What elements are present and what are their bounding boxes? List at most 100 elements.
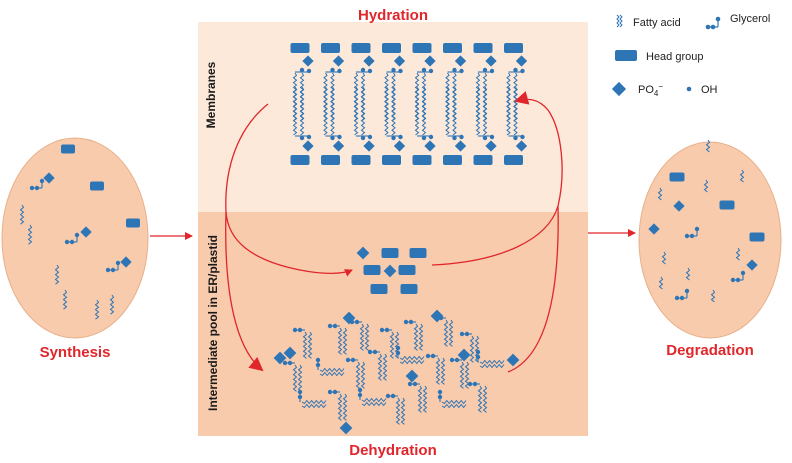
- fatty-acid-chain: [400, 397, 406, 425]
- oh-dot-icon: [475, 354, 481, 360]
- pool-head-groups: [356, 246, 427, 294]
- fatty-acid-chain: [435, 357, 441, 385]
- fatty-acid-chain: [479, 363, 505, 369]
- oh-dot-icon: [292, 327, 298, 333]
- oh-dot-icon: [689, 233, 695, 239]
- oh-dot-icon: [679, 295, 685, 301]
- fatty-acid-chain: [395, 397, 401, 425]
- oh-dot-icon: [449, 357, 455, 363]
- phosphate-icon: [673, 200, 685, 212]
- oh-dot-icon: [482, 67, 488, 73]
- phosphate-icon: [302, 55, 314, 67]
- oh-dot-icon: [360, 135, 366, 141]
- head-group-icon: [412, 43, 432, 53]
- oh-dot-icon: [315, 362, 321, 368]
- oh-dot-icon: [354, 319, 360, 325]
- phosphate-icon: [383, 264, 397, 278]
- fatty-acid-chain: [355, 361, 361, 389]
- oh-dot-icon: [395, 350, 401, 356]
- phosphate-icon: [457, 348, 471, 362]
- fatty-acid-chain: [413, 323, 419, 351]
- fatty-acid-chain: [418, 323, 424, 351]
- oh-dot-icon: [684, 288, 690, 294]
- oh-dot-icon: [391, 67, 396, 73]
- fatty-acid-chain: [440, 357, 446, 385]
- phosphate-icon: [273, 351, 287, 365]
- fatty-acid-chain: [364, 323, 370, 351]
- fatty-acid-chain: [739, 169, 745, 183]
- oh-dot-icon: [327, 389, 333, 395]
- glycerol-legend-icon: [705, 16, 721, 30]
- fatty-acid-chain: [391, 86, 396, 136]
- phosphate-icon: [405, 369, 419, 383]
- oh-dot-icon: [437, 394, 443, 400]
- oh-dot-icon: [430, 353, 436, 359]
- fatty-acid-chain: [384, 86, 389, 136]
- fatty-acid-chain: [323, 86, 328, 136]
- fatty-acid-chain: [337, 327, 343, 355]
- fatty-acid-chain: [360, 86, 366, 136]
- phosphate-icon: [393, 55, 406, 67]
- phosphate-icon: [283, 346, 297, 360]
- oh-legend-label: OH: [701, 84, 718, 96]
- oh-dot-icon: [684, 233, 690, 239]
- head-group-icon: [409, 248, 427, 258]
- head-group-icon: [398, 265, 416, 275]
- head-group-icon: [290, 155, 310, 165]
- pool-to-membrane-arrow: [431, 91, 563, 266]
- fatty-acid-legend-label: Fatty acid: [633, 17, 681, 29]
- oh-dot-icon: [408, 319, 414, 325]
- oh-dot-icon: [452, 67, 457, 73]
- phosphate-icon: [302, 140, 314, 152]
- head-group-icon: [382, 43, 401, 53]
- head-group-icon: [443, 43, 462, 53]
- fatty-acid-chain: [710, 289, 716, 303]
- oh-dot-icon: [357, 392, 363, 398]
- oh-dot-icon: [379, 327, 385, 333]
- fatty-acid-chain: [482, 385, 488, 413]
- head-group-icon: [443, 155, 462, 165]
- phosphate-icon: [746, 259, 758, 271]
- membranes-label: Membranes: [204, 61, 218, 128]
- fatty-acid-chain: [399, 355, 425, 361]
- phosphate-icon: [515, 55, 528, 67]
- head-group-icon: [504, 155, 523, 165]
- phosphate-legend-label: PO4−: [638, 82, 663, 98]
- head-group-icon: [321, 155, 340, 165]
- phosphate-legend-icon: [611, 81, 627, 97]
- phosphate-icon: [454, 55, 467, 67]
- oh-dot-icon: [452, 135, 457, 141]
- fatty-acid-chain: [302, 331, 308, 359]
- arrows: [150, 91, 636, 373]
- hydration-label: Hydration: [358, 7, 428, 24]
- fatty-acid-chain: [62, 289, 68, 310]
- fatty-acid-chain: [319, 367, 345, 373]
- oh-dot-icon: [74, 232, 80, 238]
- oh-dot-icon: [327, 323, 333, 329]
- fatty-acid-chain: [319, 371, 345, 377]
- head-group-icon: [290, 43, 310, 53]
- fatty-acid-legend-icon: [616, 14, 623, 28]
- fatty-acid-chain: [292, 86, 298, 136]
- fatty-acid-chain: [377, 353, 383, 381]
- phosphate-icon: [515, 140, 528, 152]
- fatty-acid-chain: [469, 335, 475, 363]
- membrane-bottom-leaflet: [290, 86, 528, 165]
- degradation-molecules: [648, 139, 765, 303]
- fatty-acid-chain: [475, 86, 481, 136]
- fatty-acid-chain: [441, 403, 467, 409]
- oh-dot-icon: [464, 331, 470, 337]
- fatty-acid-chain: [506, 86, 511, 136]
- fatty-acid-chain: [27, 224, 33, 245]
- fatty-acid-chain: [361, 397, 387, 403]
- head-group-icon: [351, 155, 371, 165]
- oh-dot-icon: [730, 277, 736, 283]
- oh-dot-icon: [425, 353, 431, 359]
- phosphate-icon: [430, 309, 444, 323]
- legend: Fatty acid Glycerol Head group PO4− OH: [611, 13, 770, 98]
- fatty-acid-chain: [54, 264, 60, 285]
- fatty-acid-chain: [445, 86, 450, 136]
- fatty-acid-chain: [330, 86, 335, 136]
- head-group-icon: [370, 284, 388, 294]
- oh-dot-icon: [299, 67, 305, 73]
